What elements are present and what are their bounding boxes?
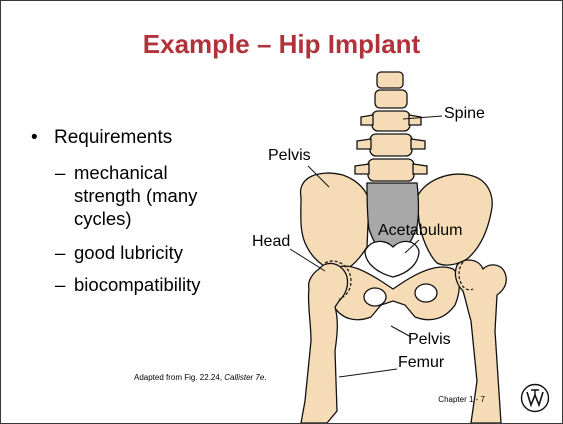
requirements-heading: Requirements (54, 127, 172, 149)
list-item-line: mechanical (74, 161, 197, 184)
vertebra (375, 90, 407, 108)
pelvic-inlet (365, 241, 419, 277)
dash-marker: – (55, 241, 65, 264)
list-item-line: strength (many (74, 184, 197, 207)
list-item-mechanical: – mechanical strength (many cycles) (55, 161, 197, 230)
label-pelvis-top: Pelvis (268, 147, 311, 165)
label-spine: Spine (444, 105, 485, 123)
label-pelvis-bottom: Pelvis (408, 331, 451, 349)
list-item-line: cycles) (74, 207, 197, 230)
slide-footer: Chapter 1 - 7 (438, 395, 485, 404)
dash-marker: – (55, 273, 65, 296)
caption-source: Callister 7e (224, 373, 264, 382)
caption-suffix: . (264, 373, 266, 382)
vertebra-process (361, 115, 373, 125)
vertebra-process (413, 164, 427, 174)
pelvis-right-ilium (417, 174, 492, 265)
figure-caption: Adapted from Fig. 22.24, Callister 7e. (134, 373, 267, 382)
vertebra-process (411, 139, 425, 149)
label-acetabulum: Acetabulum (378, 222, 463, 240)
vertebra-process (409, 115, 421, 125)
pelvis-left-ilium (301, 173, 369, 273)
leader-femur (339, 369, 397, 377)
list-item-lubricity: – good lubricity (55, 241, 183, 264)
vertebra-process (355, 164, 369, 174)
vertebra-process (357, 139, 371, 149)
femur-left (301, 263, 348, 423)
list-item-line: good lubricity (74, 241, 183, 264)
obturator-foramen-left (364, 288, 386, 306)
list-item-line: biocompatibility (74, 273, 200, 296)
bullet-marker: • (31, 127, 38, 149)
university-seal-icon (520, 383, 550, 413)
vertebra (372, 111, 410, 131)
vertebra (370, 134, 412, 156)
obturator-foramen-right (415, 284, 437, 302)
vertebra (368, 159, 414, 181)
label-femur: Femur (398, 354, 444, 372)
dash-marker: – (55, 161, 65, 184)
caption-prefix: Adapted from Fig. 22.24, (134, 373, 224, 382)
label-head: Head (252, 233, 290, 251)
list-item-biocompatibility: – biocompatibility (55, 273, 200, 296)
vertebra (377, 72, 403, 88)
